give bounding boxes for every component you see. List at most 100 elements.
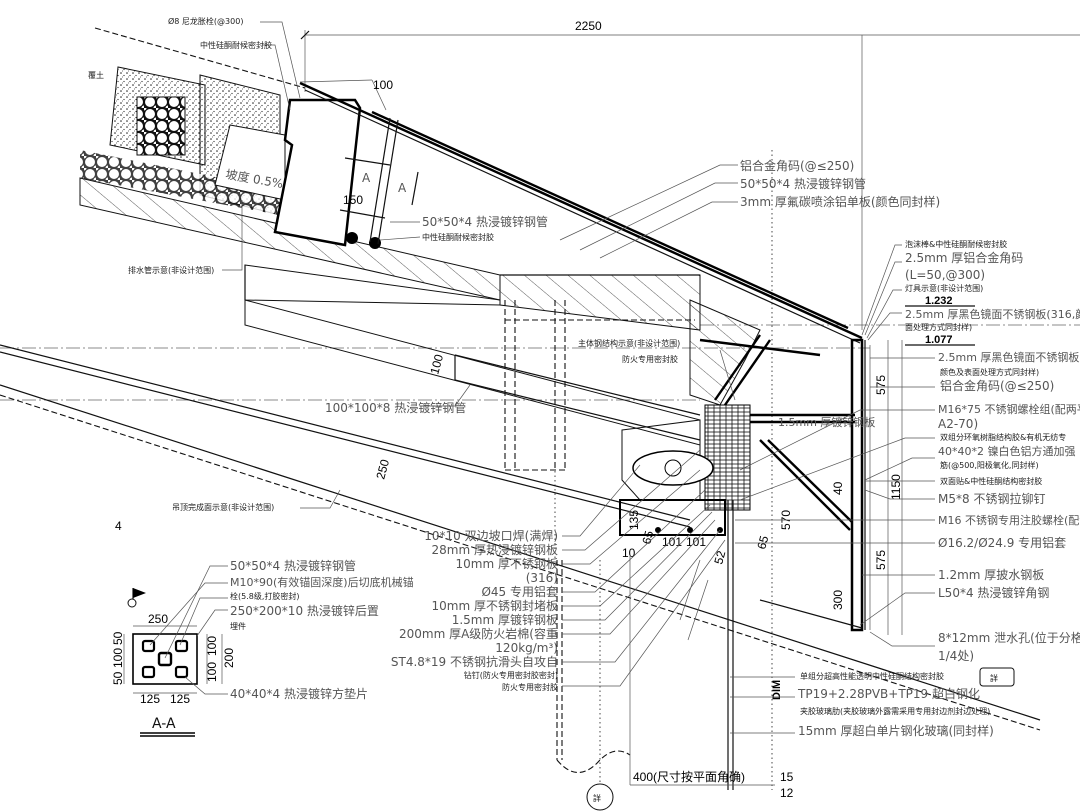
glass-fin — [679, 500, 734, 790]
annotation: 10mm 厚不锈钢板 — [456, 557, 558, 571]
detail-bubble: 詳 — [593, 793, 601, 803]
section-a-a: 250 200 100 100 50 100 50 125 125 A-A 50… — [111, 558, 414, 737]
annotation: M16*75 不锈钢螺栓组(配两平一弹垫, — [938, 402, 1080, 416]
dim-label: 50 — [111, 671, 125, 685]
dim-label: 1150 — [889, 474, 903, 500]
annotation: ST4.8*19 不锈钢抗滑头自攻自 — [391, 654, 558, 669]
dim-label: 10 — [622, 546, 636, 560]
annotation: 吊顶完成面示意(非设计范围) — [172, 502, 274, 512]
annotation: 中性硅酮耐候密封胶 — [200, 40, 272, 50]
dim-label: 250 — [373, 457, 392, 480]
annotation: 2.5mm 厚黑色镜面不锈钢板(316, — [938, 350, 1080, 364]
annotation: 筋(@500,阳极氧化,同封样) — [940, 460, 1039, 470]
annotation: 28mm 厚热浸镀锌钢板 — [432, 543, 558, 557]
detail-bubble: 詳 — [990, 673, 998, 683]
annotation: M16 不锈钢专用注胶螺栓(配专用铝套) — [938, 513, 1080, 527]
dim-label: 12 — [780, 786, 794, 800]
parapet — [273, 98, 381, 249]
annotation: 8*12mm 泄水孔(位于分格 — [938, 630, 1080, 645]
annotation: 防火专用密封胶 — [622, 354, 678, 364]
annotation: 1.2mm 厚披水钢板 — [938, 568, 1044, 582]
annotation: 120kg/m³) — [495, 641, 558, 655]
detail-number: 4 — [115, 519, 122, 533]
annotation: 主体钢结构示意(非设计范围) — [578, 338, 680, 348]
annotation: M5*8 不锈钢拉铆钉 — [938, 491, 1045, 506]
annotation: 2.5mm 厚黑色镜面不锈钢板(316,颜色及表 — [905, 307, 1080, 321]
annotation: 1/4处) — [938, 649, 974, 663]
dim-label: 125 — [140, 692, 160, 706]
dim-label: 100 — [373, 78, 393, 92]
green-roof — [79, 27, 501, 301]
annotation: 铝合金角码(@≤250) — [940, 378, 1054, 393]
annotation: 40*40*2 镍白色铝方通加强 — [938, 444, 1076, 458]
facade-post: 575 1150 575 40 570 300 1.232 1.077 詳 — [759, 295, 1015, 687]
dim-label: 101 — [662, 535, 682, 549]
annotation: Ø8 尼龙胀栓(@300) — [168, 16, 243, 26]
dim-label: 65 — [754, 534, 771, 551]
main-steel: 100 250 — [0, 299, 1041, 731]
annotation: (L=50,@300) — [905, 268, 985, 282]
annotation: 防火专用密封胶 — [502, 682, 558, 692]
annotation: 200mm 厚A级防火岩棉(容重 — [399, 626, 558, 641]
annotation: 颜色及表面处理方式同封样) — [940, 367, 1039, 377]
annotation: 50*50*4 热浸镀锌钢管 — [740, 176, 866, 191]
annotation: 15mm 厚超白单片钢化玻璃(同封样) — [798, 723, 994, 738]
annotation: (316) — [526, 571, 558, 585]
dim-label: 65 — [639, 529, 656, 546]
connection-block: 135 65 101 101 10 52 65 — [619, 404, 771, 566]
dim-label: 101 — [686, 535, 706, 549]
annotation: 埋件 — [230, 621, 246, 631]
annotation: 灯具示意(非设计范围) — [905, 283, 983, 293]
annotation: 1.5mm 厚镀锌钢板 — [452, 613, 558, 627]
annotation: 3mm 厚氟碳喷涂铝单板(颜色同封样) — [740, 194, 940, 209]
section-mark: A — [362, 171, 371, 185]
annotation: 铝合金角码(@≤250) — [740, 158, 854, 173]
dim-tag: DIM — [771, 680, 783, 700]
elevation-mark: 1.232 — [925, 295, 953, 307]
annotation: 10*10 双边坡口焊(满焊) — [424, 528, 558, 543]
dim-label: 52 — [711, 549, 728, 566]
annotation: 250*200*10 热浸镀锌后置 — [230, 604, 379, 618]
annotation: 单组分超高性能透明中性硅酮结构密封胶 — [800, 671, 944, 681]
section-title: A-A — [152, 716, 176, 732]
annotation: 50*50*4 热浸镀锌钢管 — [230, 558, 356, 573]
annotation: 排水管示意(非设计范围) — [128, 265, 214, 275]
annotation: 50*50*4 热浸镀锌钢管 — [422, 214, 548, 229]
annotation: 泡沫棒&中性硅酮耐候密封胶 — [905, 239, 1007, 249]
annotation: 面处理方式同封样) — [905, 322, 972, 332]
dim-label: 125 — [170, 692, 190, 706]
annotation: 夹胶玻璃肋(夹胶玻璃外露需采用专用封边剂封边处理) — [800, 706, 990, 716]
annotation: L50*4 热浸镀锌角钢 — [938, 586, 1049, 600]
annotation: 双面贴&中性硅酮结构密封胶 — [940, 476, 1042, 486]
dim-label: 40 — [831, 481, 845, 495]
annotation: A2-70) — [938, 417, 978, 431]
annotation: Ø16.2/Ø24.9 专用铝套 — [938, 535, 1066, 550]
dim-label: 200 — [222, 648, 236, 668]
center-lines — [0, 150, 1080, 790]
round-column: 詳 400(尺寸按平面角确) 15 12 DIM — [556, 555, 794, 811]
annotation: 10mm 厚不锈钢封堵板 — [432, 599, 558, 613]
annotation: Ø45 专用铝套 — [481, 584, 558, 599]
dim-label: 2250 — [575, 19, 602, 33]
annotation: 栓(5.8级,打胶密封) — [230, 591, 300, 601]
dim-label: 150 — [343, 193, 363, 207]
labels-lower: 10*10 双边坡口焊(满焊) 28mm 厚热浸镀锌钢板 10mm 厚不锈钢板 … — [391, 528, 558, 692]
dim-label: 50 — [111, 631, 125, 645]
dim-label: 400(尺寸按平面角确) — [633, 770, 745, 784]
annotation: 2.5mm 厚铝合金角码 — [905, 250, 1023, 265]
annotation: 100*100*8 热浸镀锌钢管 — [325, 400, 466, 415]
annotation: 双组分环氧树脂结构胶&有机无纺专 — [940, 432, 1066, 442]
annotation: 中性硅酮耐候密封胶 — [422, 232, 494, 242]
annotation: M10*90(有效锚固深度)后切底机械锚 — [230, 575, 414, 589]
labels-middle: 主体钢结构示意(非设计范围) 防火专用密封胶 100*100*8 热浸镀锌钢管 … — [172, 338, 875, 512]
elevation-mark: 1.077 — [925, 334, 953, 346]
dim-label: 135 — [627, 510, 641, 530]
dim-label: 15 — [780, 770, 794, 784]
annotation: 覆土 — [88, 70, 104, 80]
dim-label: 300 — [831, 590, 845, 610]
annotation: 40*40*4 热浸镀锌方垫片 — [230, 686, 368, 701]
roof-panel: 100 150 A A — [299, 78, 863, 344]
annotation: TP19+2.28PVB+TP19 超白钢化 — [797, 686, 980, 701]
dim-label: 100 — [205, 636, 219, 656]
